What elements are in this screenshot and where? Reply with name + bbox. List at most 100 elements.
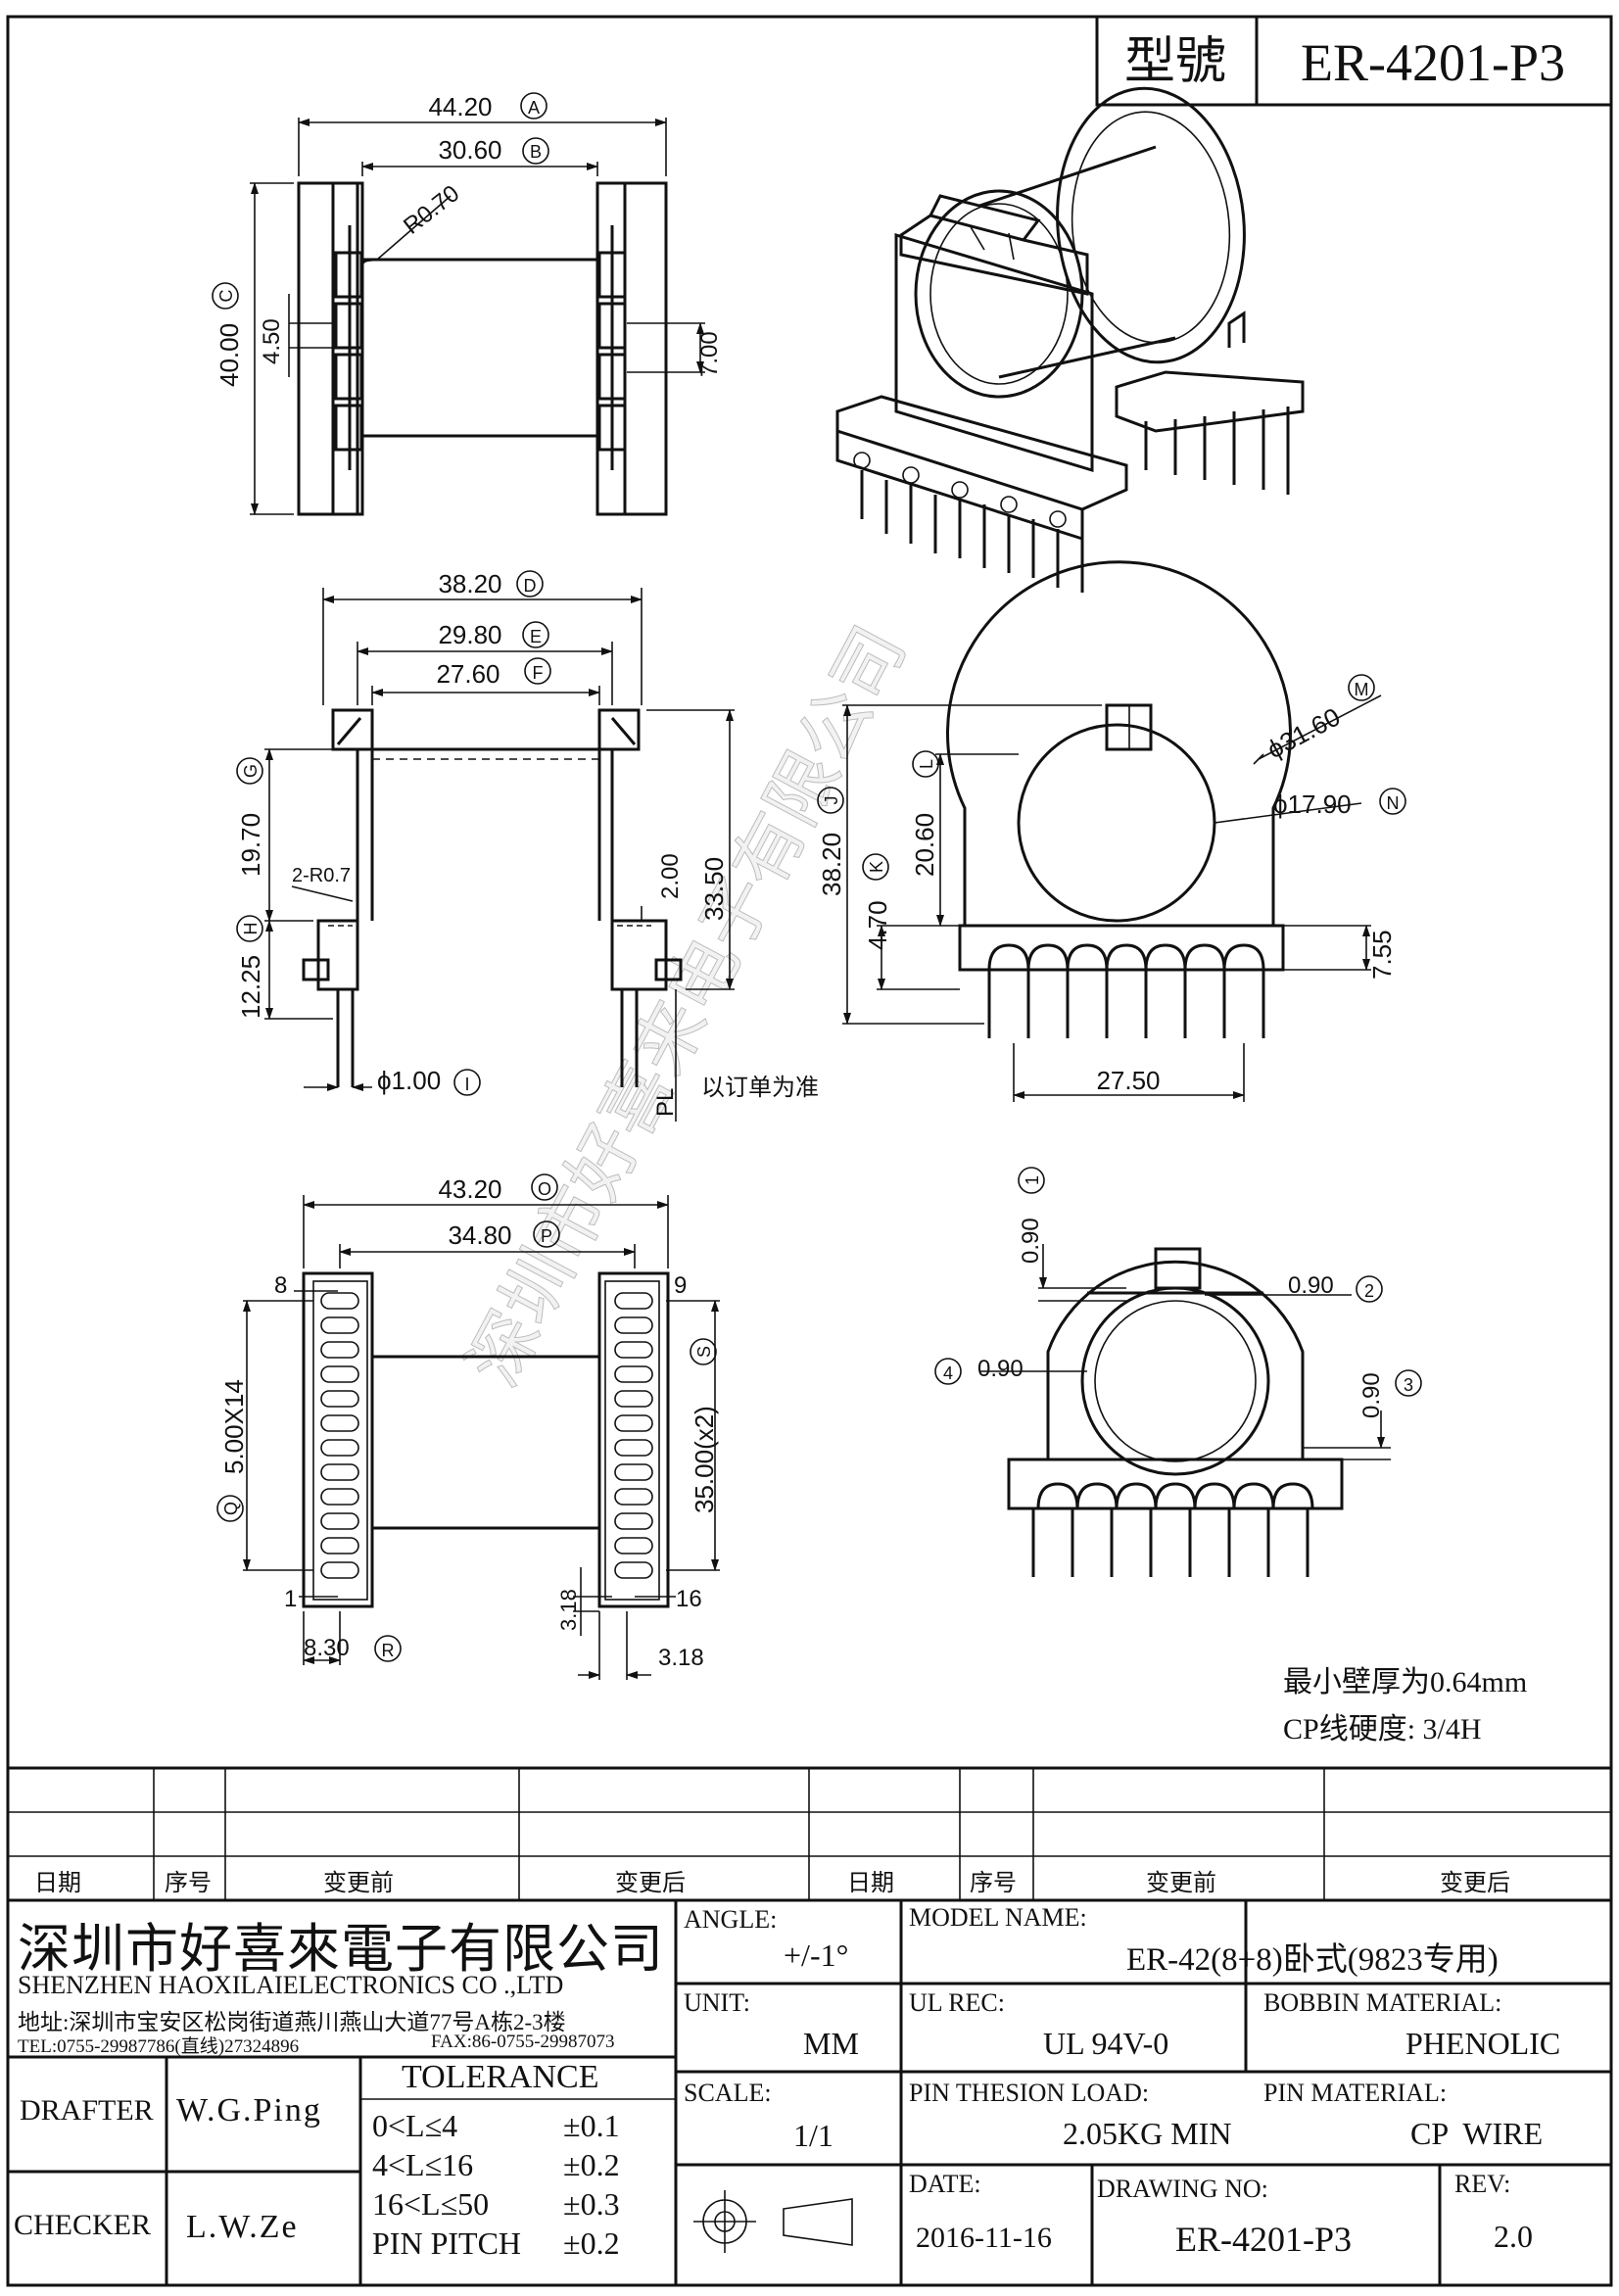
rev-header-date-1: 日期 [34, 1870, 81, 1896]
model-name-value: ER-42(8+8)卧式(9823专用) [1126, 1942, 1499, 1978]
dim-755: 7.55 [1367, 930, 1397, 980]
revision-table [8, 1766, 1611, 1902]
pin-material-label: PIN MATERIAL: [1263, 2079, 1448, 2107]
dim-f-tag: F [533, 663, 544, 683]
dim-2: 2.00 [657, 853, 684, 899]
dim-pin: ϕ1.00 [377, 1066, 441, 1095]
sheet-border [6, 15, 1613, 2287]
rev-header-before-1: 变更前 [323, 1870, 394, 1896]
company-address: 地址:深圳市宝安区松岗街道燕川燕山大道77号A栋2-3楼 [18, 2010, 566, 2034]
pin-load-label: PIN THESION LOAD: [909, 2079, 1150, 2107]
dim-n: ϕ17.90 [1273, 789, 1352, 819]
company-fax: FAX:86-0755-29987073 [431, 2032, 615, 2052]
side-view: 38.20 J 20.60 L 4.70 K ϕ31.60 M ϕ17.90 N… [817, 560, 1406, 1102]
dim-b: 30.60 [438, 135, 501, 165]
note-min-wall: 最小壁厚为0.64mm [1283, 1666, 1527, 1698]
dim-318-horizontal: 3.18 [658, 1645, 704, 1671]
bobbin-material-label: BOBBIN MATERIAL: [1263, 1988, 1502, 2017]
tolerance-range-3: 16<L≤50 [372, 2186, 490, 2222]
dim-k-tag: K [867, 861, 886, 873]
rev-label: REV: [1454, 2170, 1511, 2198]
unit-value: MM [803, 2026, 859, 2061]
tolerance-range-1: 0<L≤4 [372, 2108, 458, 2143]
wall-t1: 0.90 [1018, 1218, 1044, 1264]
rev-header-date-2: 日期 [847, 1870, 894, 1896]
tolerance-value-2: ±0.2 [563, 2147, 620, 2182]
revision-header-row: 日期 序号 变更前 变更后 日期 序号 变更前 变更后 [0, 1863, 1619, 1898]
dim-o: 43.20 [438, 1174, 501, 1204]
note-cp-hardness: CP线硬度: 3/4H [1283, 1713, 1482, 1746]
dim-s: 35.00(x2) [690, 1406, 719, 1513]
top-view: 44.20 A 30.60 B R0.70 40.00 C 4.50 7.00 [212, 92, 723, 516]
wall-t2-tag: 2 [1364, 1281, 1374, 1301]
model-title-value: ER-4201-P3 [1301, 33, 1565, 92]
dim-a: 44.20 [428, 92, 492, 121]
wall-t4: 0.90 [977, 1356, 1024, 1382]
dim-318-vertical: 3.18 [556, 1589, 581, 1631]
ul-label: UL REC: [909, 1988, 1005, 2017]
rev-header-after-2: 变更后 [1440, 1870, 1510, 1896]
wall-t1-tag: 1 [1023, 1175, 1042, 1185]
wall-t2: 0.90 [1288, 1272, 1334, 1299]
dim-m-tag: M [1355, 680, 1369, 699]
dim-pin-tag: I [464, 1075, 469, 1094]
drafter-label: DRAFTER [20, 2094, 154, 2127]
dim-q: 5.00X14 [219, 1379, 249, 1474]
checker-label: CHECKER [14, 2209, 152, 2241]
pin-1: 1 [284, 1586, 297, 1612]
dim-l: 20.60 [910, 813, 939, 877]
rev-value: 2.0 [1494, 2219, 1533, 2254]
checker-name: L.W.Ze [186, 2209, 299, 2245]
tolerance-ranges: 0<L≤4 4<L≤16 16<L≤50 PIN PITCH [372, 2106, 521, 2263]
drawing-no-label: DRAWING NO: [1097, 2175, 1268, 2203]
dim-g: 19.70 [236, 813, 265, 877]
dim-d-tag: D [524, 576, 537, 596]
dim-p-tag: P [541, 1226, 552, 1246]
company-name-cn: 深圳市好喜來電子有限公司 [18, 1920, 664, 1979]
model-name-label: MODEL NAME: [909, 1903, 1087, 1932]
dim-h: 12.25 [236, 955, 265, 1019]
dim-slot: 4.50 [259, 318, 285, 364]
dim-d: 38.20 [438, 569, 501, 598]
angle-label: ANGLE: [684, 1905, 778, 1934]
unit-label: UNIT: [684, 1988, 751, 2017]
wall-t3-tag: 3 [1404, 1375, 1413, 1395]
dim-front-radius: 2-R0.7 [292, 865, 351, 886]
dim-n-tag: N [1387, 793, 1400, 813]
front-view: 38.20 D 29.80 E 27.60 F 19.70 G 2-R0.7 1… [236, 569, 819, 1122]
dim-f: 27.60 [436, 659, 500, 689]
company-name-en: SHENZHEN HAOXILAIELECTRONICS CO .,LTD [18, 1971, 564, 1999]
dim-h-tag: H [241, 923, 261, 935]
dim-b-tag: B [530, 142, 542, 162]
bottom-view: 43.20 O 34.80 P 8 9 1 16 5.00X14 Q 35.00… [216, 1173, 720, 1680]
pl-label: PL [652, 1088, 679, 1117]
dim-a-tag: A [528, 98, 540, 118]
wall-t4-tag: 4 [943, 1363, 953, 1383]
date-value: 2016-11-16 [916, 2222, 1052, 2254]
rev-header-before-2: 变更前 [1146, 1870, 1216, 1896]
wall-t3: 0.90 [1358, 1372, 1385, 1418]
rev-header-after-1: 变更后 [615, 1870, 686, 1896]
pin-9: 9 [674, 1272, 687, 1299]
model-title-label: 型號 [1124, 34, 1226, 90]
isometric-view [835, 86, 1305, 593]
dim-height: 33.50 [699, 857, 729, 921]
tolerance-value-1: ±0.1 [563, 2108, 620, 2143]
pin-16: 16 [676, 1586, 702, 1612]
dim-k: 4.70 [863, 900, 892, 950]
model-title-box: 型號 ER-4201-P3 [1095, 15, 1613, 107]
dim-e-tag: E [530, 627, 542, 646]
dim-m: ϕ31.60 [1262, 701, 1345, 764]
dim-base: 27.50 [1096, 1066, 1160, 1095]
drawing-no-value: ER-4201-P3 [1175, 2220, 1352, 2259]
pin-8: 8 [274, 1272, 287, 1299]
dim-p: 34.80 [448, 1220, 511, 1250]
pin-material-value: CP WIRE [1410, 2116, 1544, 2151]
tolerance-value-3: ±0.3 [563, 2186, 620, 2222]
dim-j-tag: J [822, 796, 841, 805]
dim-l-tag: L [917, 759, 936, 769]
pin-load-value: 2.05KG MIN [1063, 2116, 1232, 2151]
dim-r: 8.30 [304, 1635, 350, 1661]
